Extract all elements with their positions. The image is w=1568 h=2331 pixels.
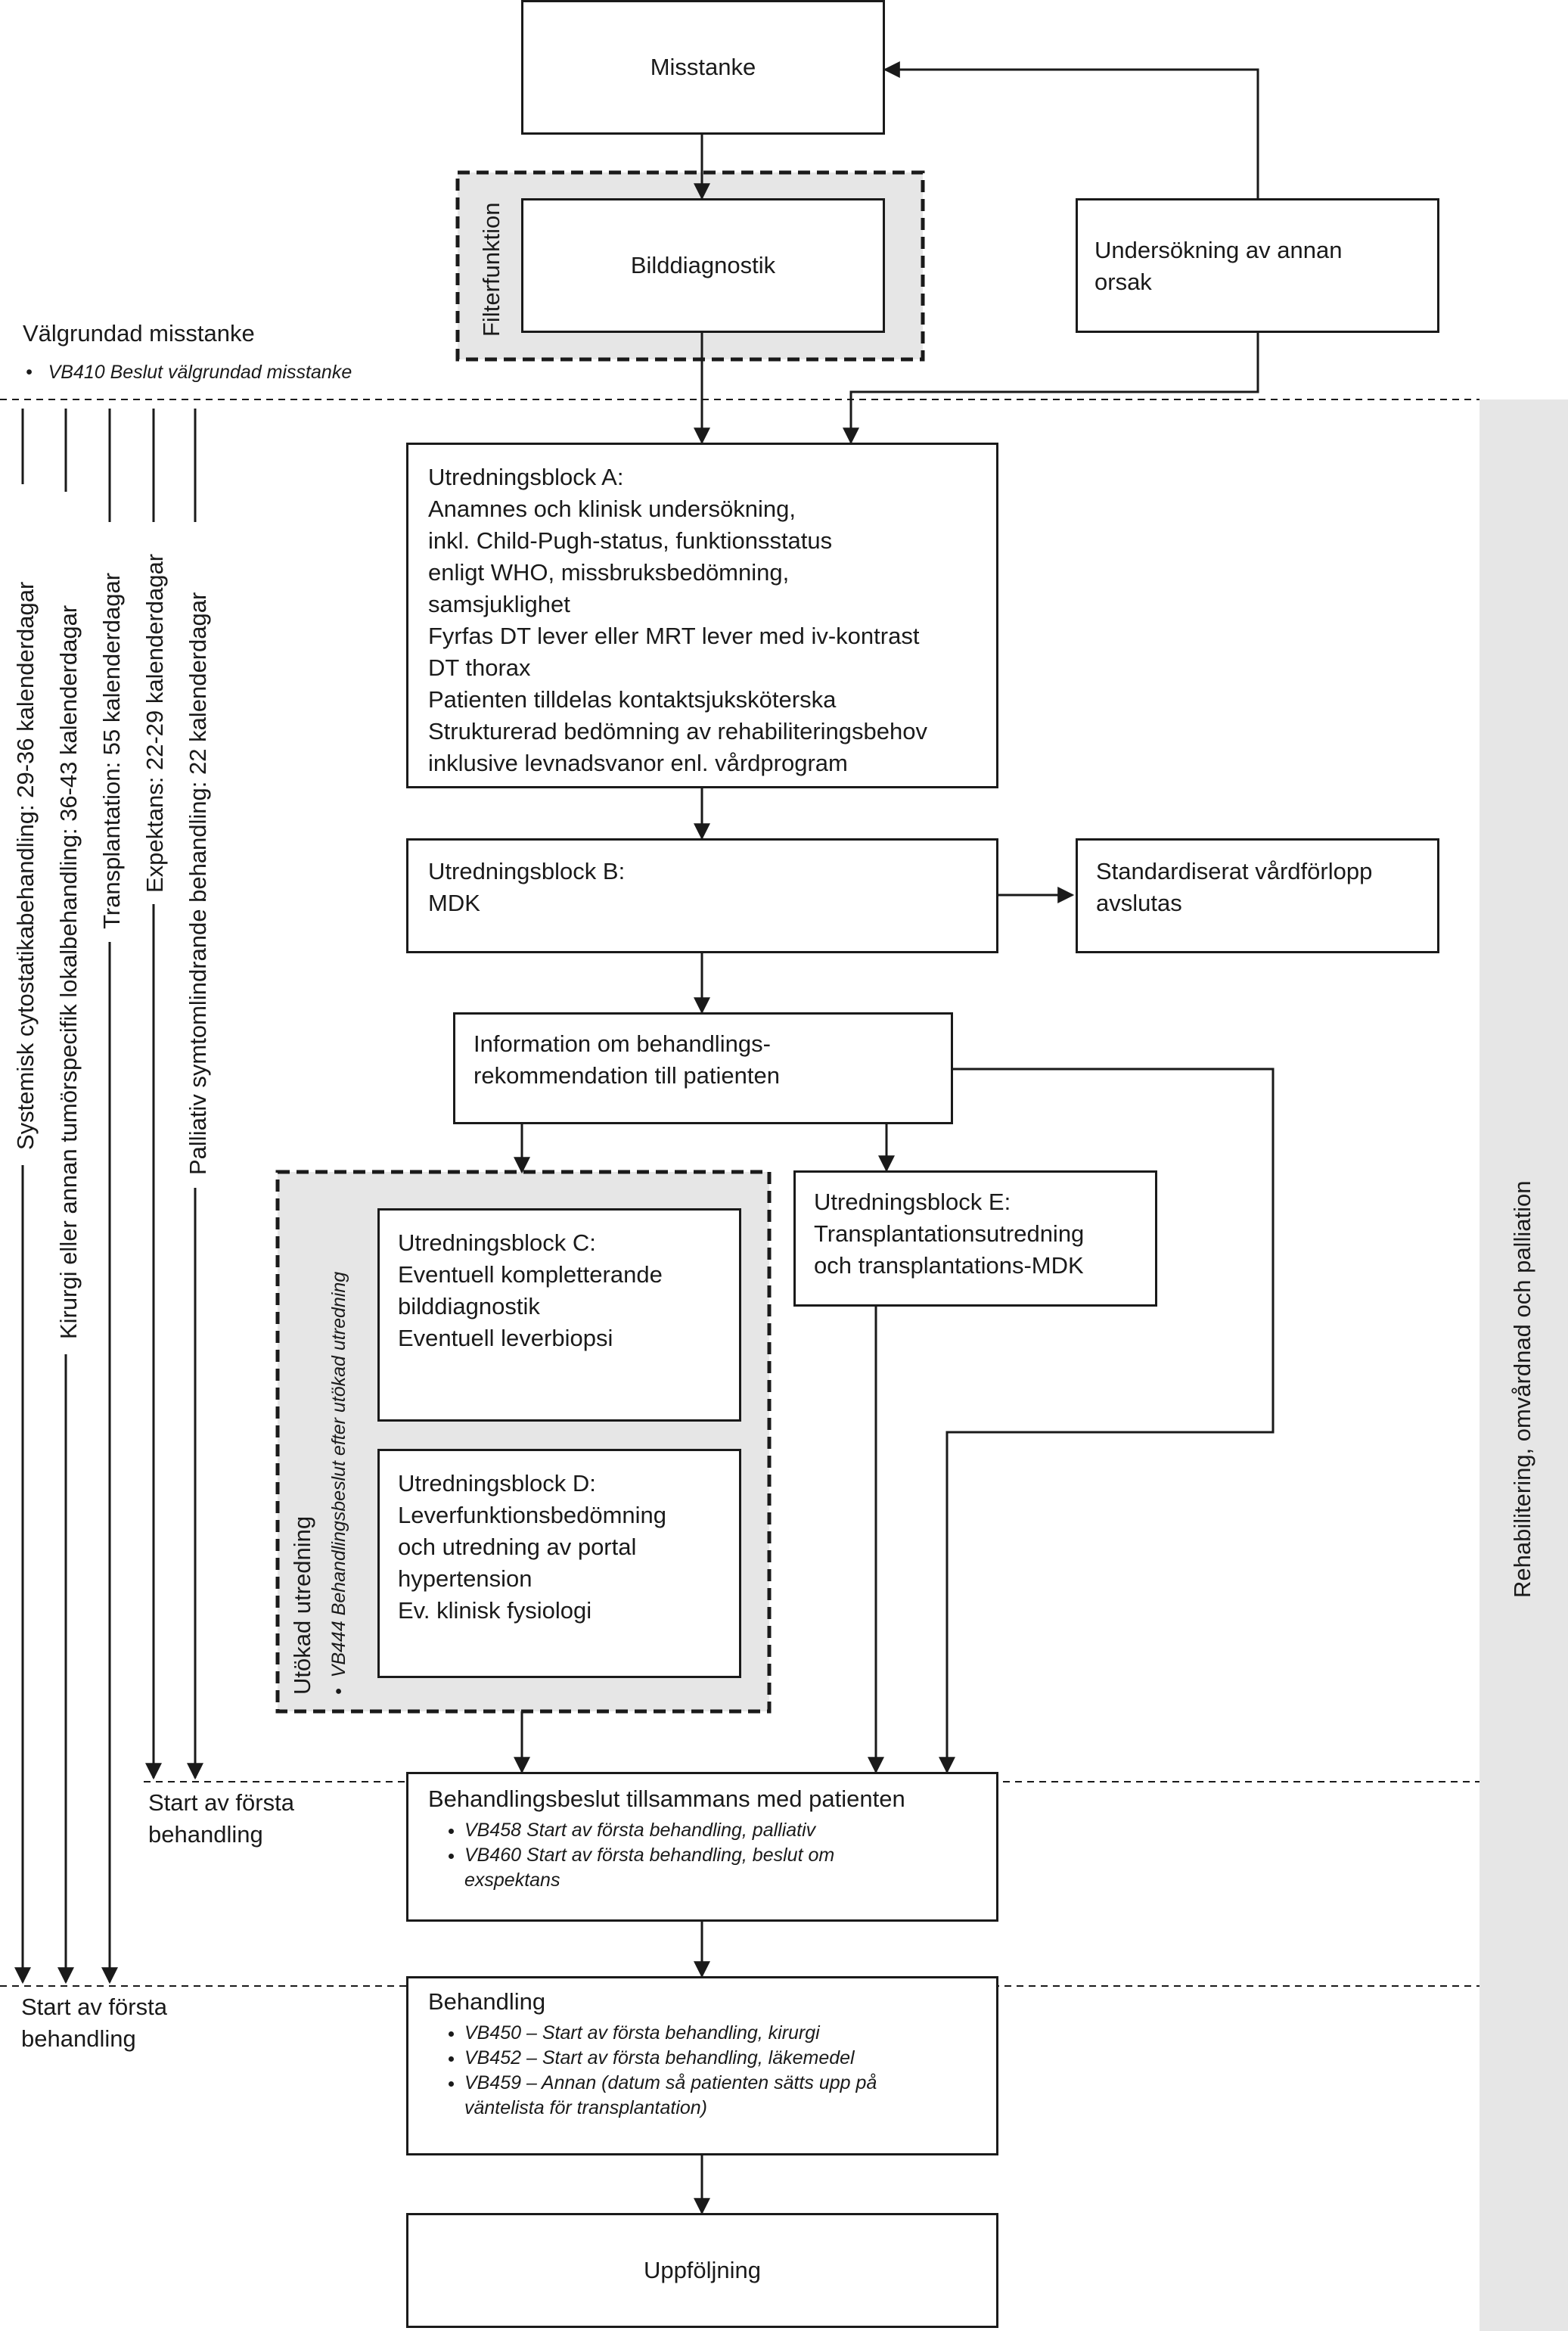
block-d-line-2: Leverfunktionsbedömning xyxy=(398,1502,667,1528)
start-forsta-1-line-1: Start av första xyxy=(148,1789,294,1816)
behandlingsbeslut-box: Behandlingsbeslut tillsammans med patien… xyxy=(406,1772,998,1922)
sidebar-shade xyxy=(1480,399,1568,2331)
utokad-bullet: • VB444 Behandlingsbeslut efter utökad u… xyxy=(328,1271,349,1695)
block-d-line-4: hypertension xyxy=(398,1565,532,1592)
start-forsta-2-line-1: Start av första xyxy=(21,1994,167,2020)
uppfoljning-label: Uppföljning xyxy=(643,2257,762,2283)
start-forsta-1-line-2: behandling xyxy=(148,1821,263,1848)
behandlingsbeslut-bullet-2: VB460 Start av första behandling, beslut… xyxy=(464,1843,996,1893)
utredningsblock-c-box: Utredningsblock C: Eventuell komplettera… xyxy=(377,1208,741,1422)
svf-avslutas-line-2: avslutas xyxy=(1096,890,1182,916)
misstanke-label: Misstanke xyxy=(650,54,756,80)
utredningsblock-e-box: Utredningsblock E: Transplantationsutred… xyxy=(793,1170,1157,1307)
gap-systemisk xyxy=(15,484,30,1165)
block-a-line-4: enligt WHO, missbruksbedömning, xyxy=(428,559,790,586)
sidebar-label: Rehabilitering, omvårdnad och palliation xyxy=(1509,1180,1535,1598)
behandling-bullet-3: VB459 – Annan (datum så patienten sätts … xyxy=(464,2071,996,2121)
block-a-line-7: DT thorax xyxy=(428,654,531,681)
svf-avslutas-box: Standardiserat vårdförlopp avslutas xyxy=(1076,838,1439,953)
information-line-1: Information om behandlings- xyxy=(474,1030,771,1057)
behandling-title: Behandling xyxy=(428,1988,546,2015)
block-a-line-9: Strukturerad bedömning av rehabilitering… xyxy=(428,718,928,744)
uppfoljning-box: Uppföljning xyxy=(406,2213,998,2328)
start-forsta-label-2: Start av första behandling xyxy=(21,1991,167,2055)
information-line-2: rekommendation till patienten xyxy=(474,1062,780,1089)
timeline-systemisk-text: Systemisk cytostatikabehandling: 29-36 k… xyxy=(12,581,39,1150)
timeline-expektans-text: Expektans: 22-29 kalenderdagar xyxy=(141,553,168,893)
svf-avslutas-line-1: Standardiserat vårdförlopp xyxy=(1096,858,1373,884)
start-forsta-label-1: Start av första behandling xyxy=(148,1787,294,1851)
block-b-line-2: MDK xyxy=(428,890,480,916)
behandlingsbeslut-bullet-1: VB458 Start av första behandling, pallia… xyxy=(464,1818,996,1843)
block-c-line-1: Utredningsblock C: xyxy=(398,1229,596,1256)
behandling-bullet-2: VB452 – Start av första behandling, läke… xyxy=(464,2046,996,2071)
utokad-utredning-label: Utökad utredning xyxy=(289,1515,315,1695)
behandling-bullet-3b: väntelista för transplantation) xyxy=(464,2097,708,2118)
behandling-bullets: VB450 – Start av första behandling, kiru… xyxy=(428,2021,996,2121)
utredningsblock-b-box: Utredningsblock B: MDK xyxy=(406,838,998,953)
misstanke-box: Misstanke xyxy=(521,0,885,135)
annan-orsak-line-1: Undersökning av annan xyxy=(1094,237,1343,263)
timeline-palliativ-text: Palliativ symtomlindrande behandling: 22… xyxy=(185,592,211,1175)
block-e-line-3: och transplantations-MDK xyxy=(814,1252,1084,1279)
filterfunktion-label: Filterfunktion xyxy=(478,202,505,337)
block-a-line-1: Utredningsblock A: xyxy=(428,464,624,490)
block-a-line-3: inkl. Child-Pugh-status, funktionsstatus xyxy=(428,527,833,554)
behandlingsbeslut-bullet-2a: VB460 Start av första behandling, beslut… xyxy=(464,1845,835,1866)
utredningsblock-d-box: Utredningsblock D: Leverfunktionsbedömni… xyxy=(377,1449,741,1678)
gap-transplantation xyxy=(102,522,117,942)
bilddiagnostik-label: Bilddiagnostik xyxy=(630,252,776,278)
timeline-kirurgi-text: Kirurgi eller annan tumörspecifik lokalb… xyxy=(55,605,82,1339)
block-a-line-10: inklusive levnadsvanor enl. vårdprogram xyxy=(428,750,848,776)
block-a-line-8: Patienten tilldelas kontaktsjuksköterska xyxy=(428,686,837,713)
valgrundad-title: Välgrundad misstanke xyxy=(23,320,255,347)
block-d-line-1: Utredningsblock D: xyxy=(398,1470,596,1497)
valgrundad-bullet: • VB410 Beslut välgrundad misstanke xyxy=(26,362,352,383)
start-forsta-2-line-2: behandling xyxy=(21,2025,136,2052)
bilddiagnostik-box: Bilddiagnostik xyxy=(521,198,885,333)
block-d-line-5: Ev. klinisk fysiologi xyxy=(398,1597,592,1624)
block-b-line-1: Utredningsblock B: xyxy=(428,858,626,884)
gap-palliativ xyxy=(188,522,203,1188)
block-c-line-3: bilddiagnostik xyxy=(398,1293,540,1319)
utredningsblock-a-box: Utredningsblock A: Anamnes och klinisk u… xyxy=(406,443,998,788)
behandlingsbeslut-bullets: VB458 Start av första behandling, pallia… xyxy=(428,1818,996,1893)
behandlingsbeslut-title: Behandlingsbeslut tillsammans med patien… xyxy=(428,1786,905,1812)
block-d-line-3: och utredning av portal xyxy=(398,1534,637,1560)
block-c-line-2: Eventuell kompletterande xyxy=(398,1261,663,1288)
behandling-bullet-3a: VB459 – Annan (datum så patienten sätts … xyxy=(464,2072,877,2093)
behandling-bullet-1: VB450 – Start av första behandling, kiru… xyxy=(464,2021,996,2046)
utokad-bullet-text: VB444 Behandlingsbeslut efter utökad utr… xyxy=(328,1271,349,1678)
valgrundad-bullet-text: VB410 Beslut välgrundad misstanke xyxy=(48,362,352,383)
block-c-line-4: Eventuell leverbiopsi xyxy=(398,1325,613,1351)
annan-orsak-box: Undersökning av annan orsak xyxy=(1076,198,1439,333)
block-e-line-2: Transplantationsutredning xyxy=(814,1220,1085,1247)
gap-kirurgi xyxy=(58,492,73,1354)
information-box: Information om behandlings- rekommendati… xyxy=(453,1012,953,1124)
block-a-line-2: Anamnes och klinisk undersökning, xyxy=(428,496,796,522)
behandling-box: Behandling VB450 – Start av första behan… xyxy=(406,1976,998,2155)
behandlingsbeslut-bullet-2b: exspektans xyxy=(464,1869,560,1891)
block-e-line-1: Utredningsblock E: xyxy=(814,1189,1011,1215)
block-a-line-5: samsjuklighet xyxy=(428,591,570,617)
timeline-transplantation-text: Transplantation: 55 kalenderdagar xyxy=(98,572,125,929)
annan-orsak-line-2: orsak xyxy=(1094,269,1152,295)
gap-expektans xyxy=(146,522,161,904)
block-a-line-6: Fyrfas DT lever eller MRT lever med iv-k… xyxy=(428,623,920,649)
